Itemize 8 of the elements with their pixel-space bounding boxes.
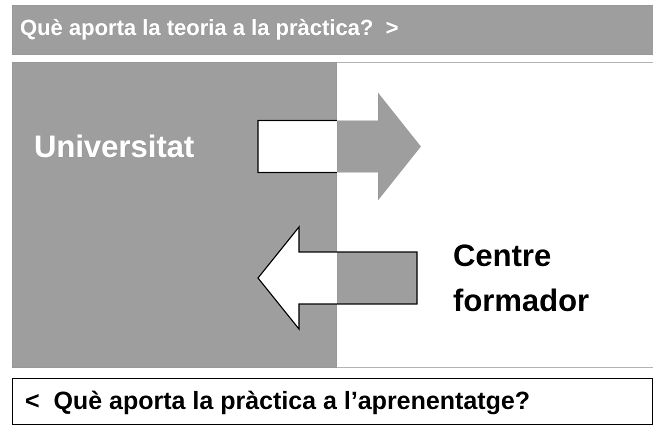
node-label: Centre formador bbox=[453, 237, 590, 320]
heading-banner: Què aporta la teoria a la pràctica? > bbox=[12, 5, 653, 55]
panel bbox=[337, 62, 653, 368]
block-arrow bbox=[257, 225, 418, 331]
panel bbox=[12, 62, 337, 368]
heading-banner: < Què aporta la pràctica a l’aprenentatge? bbox=[12, 378, 653, 425]
node-label: Universitat bbox=[34, 128, 196, 166]
block-arrow bbox=[257, 90, 422, 202]
